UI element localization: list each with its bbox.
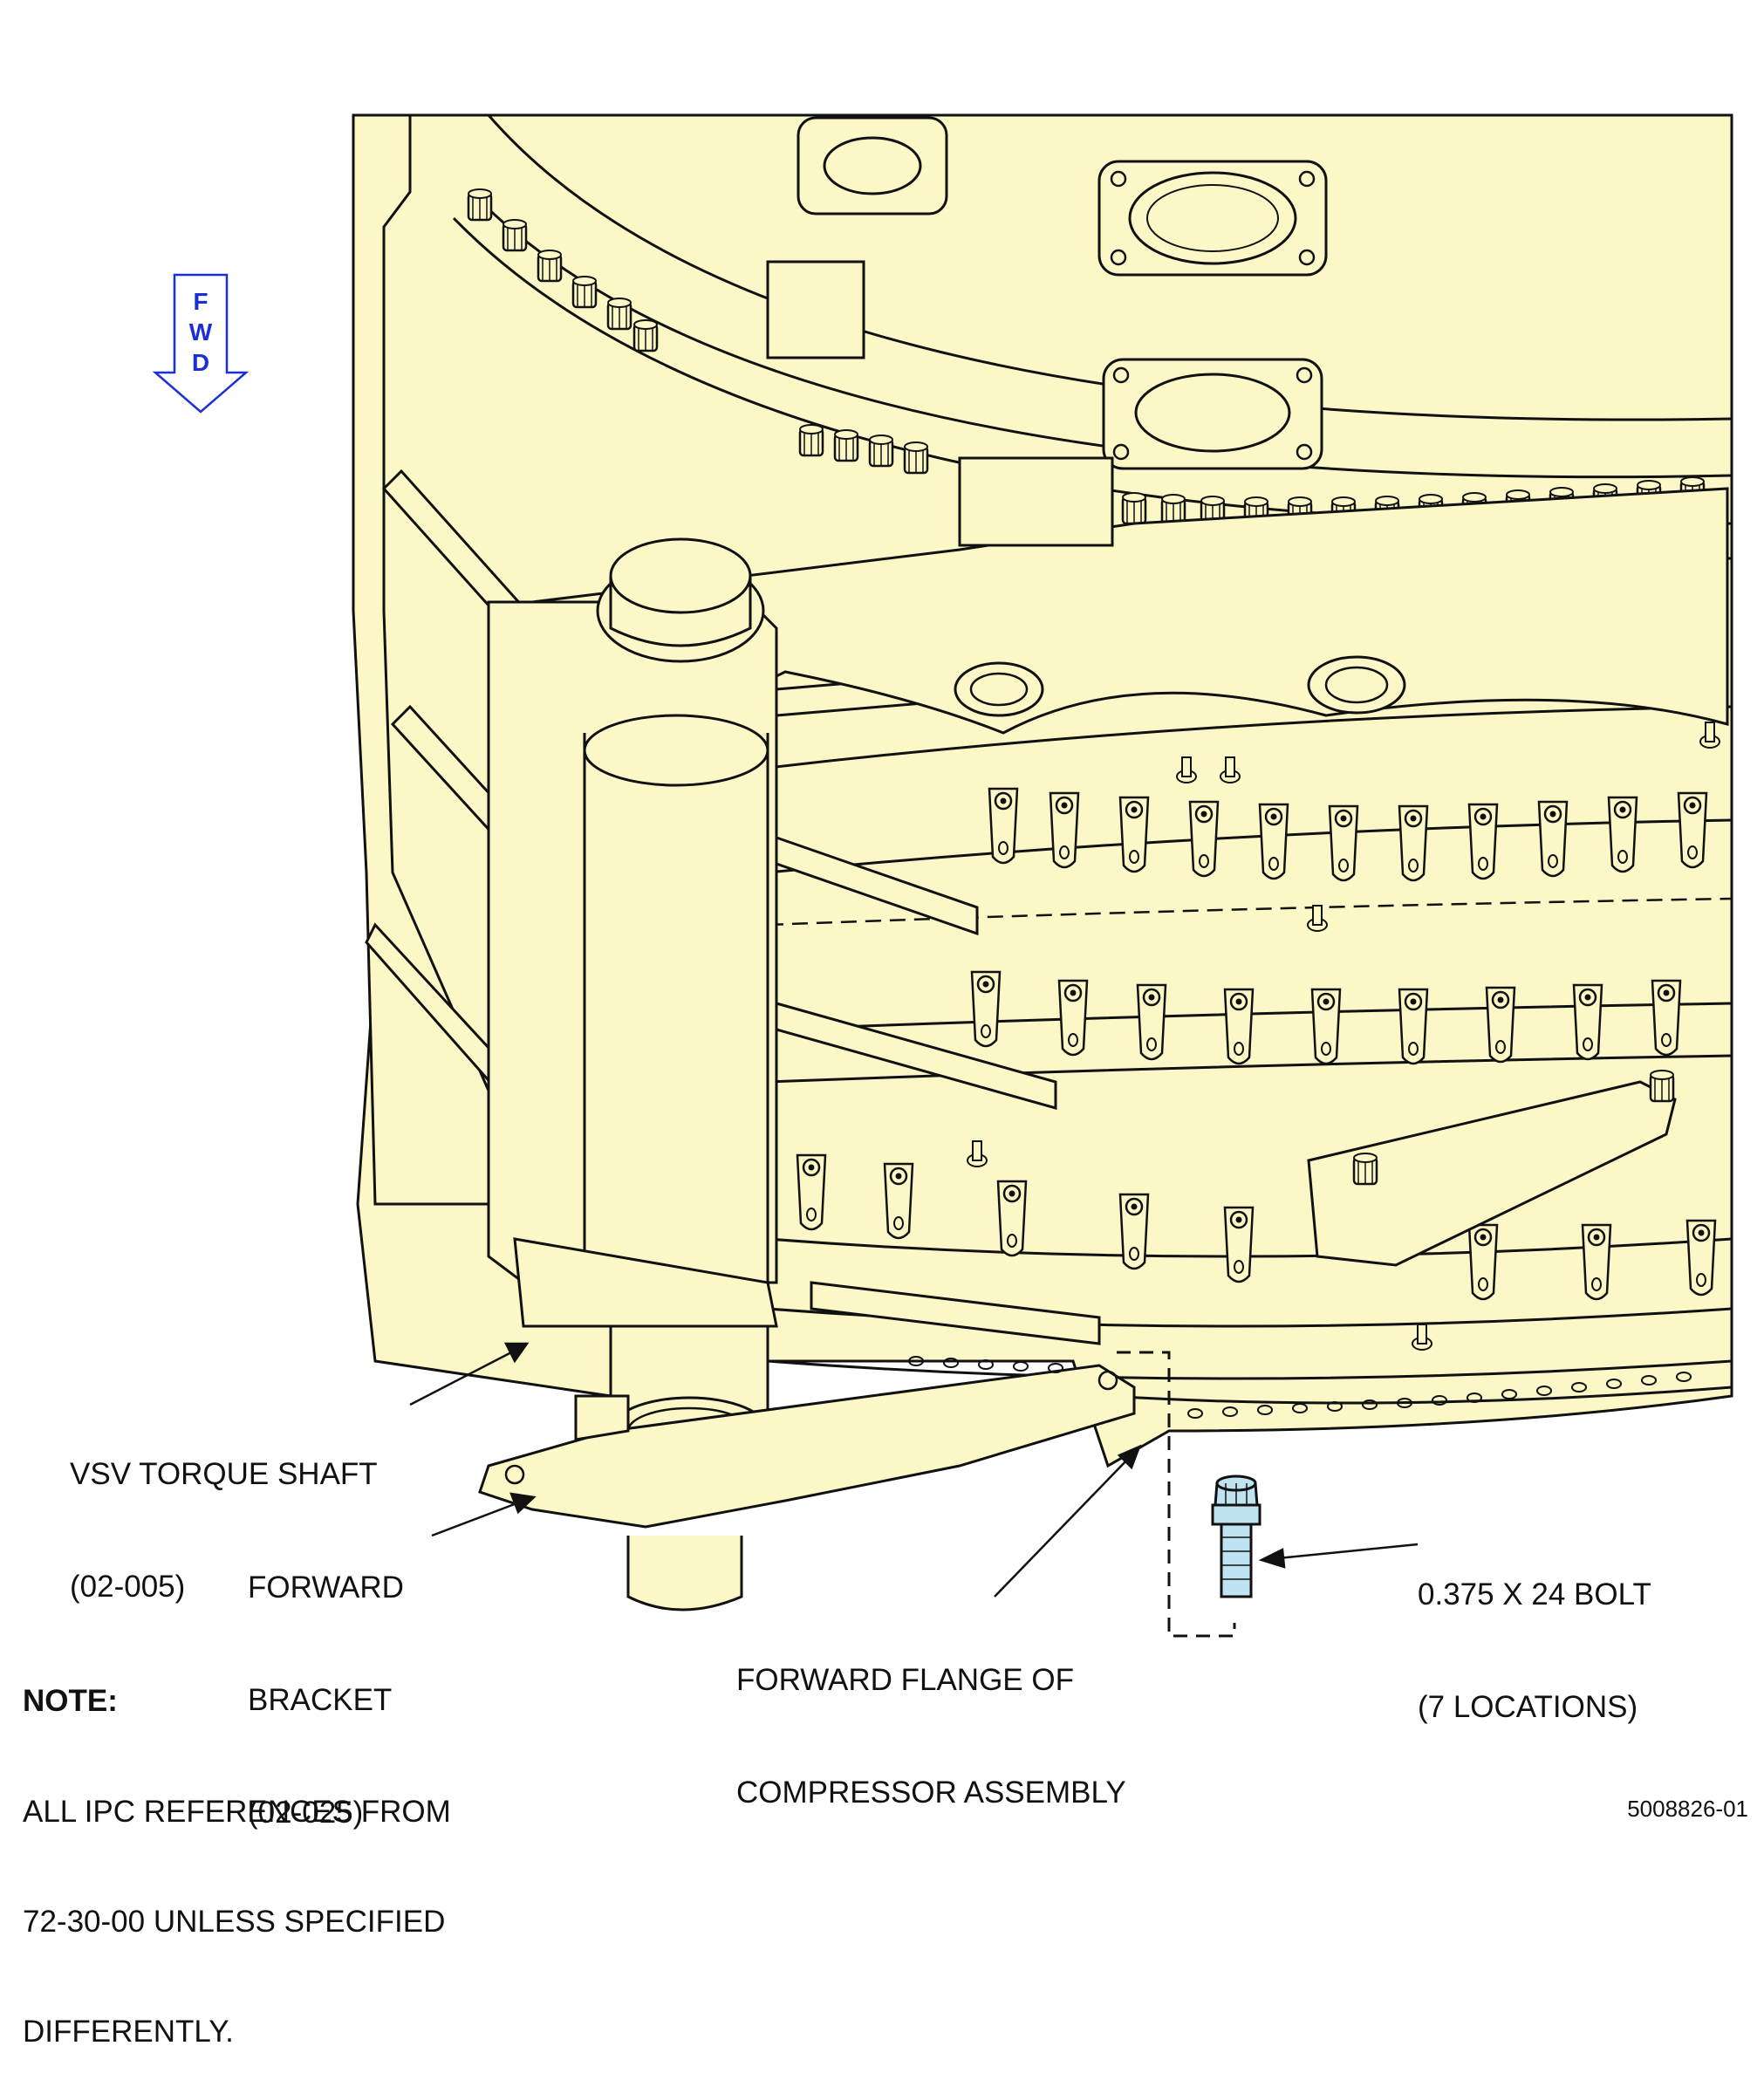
fwd-letter-3: D	[192, 349, 209, 376]
forward-bracket-label-2: BRACKET	[248, 1683, 393, 1717]
fwd-letter-2: W	[189, 318, 213, 346]
forward-bracket	[478, 1364, 1136, 1529]
forward-flange-callout: FORWARD FLANGE OF COMPRESSOR ASSEMBLY	[736, 1586, 1126, 1849]
bolt-locations: (7 LOCATIONS)	[1418, 1690, 1638, 1724]
bolt-label: 0.375 X 24 BOLT	[1418, 1577, 1651, 1611]
fwd-letter-1: F	[193, 288, 208, 315]
forward-bracket-label-1: FORWARD	[248, 1570, 404, 1605]
note-line-2: 72-30-00 UNLESS SPECIFIED	[23, 1905, 446, 1939]
torque-shaft-label: VSV TORQUE SHAFT	[70, 1457, 378, 1491]
bolt-detail	[1211, 1475, 1261, 1598]
note-body: ALL IPC REFERENCES FROM 72-30-00 UNLESS …	[23, 1721, 451, 2087]
engine-illustration: F W D	[152, 113, 1733, 1638]
upper-ports	[766, 116, 1328, 470]
forward-flange-label-1: FORWARD FLANGE OF	[736, 1663, 1074, 1697]
note-line-1: ALL IPC REFERENCES FROM	[23, 1795, 451, 1829]
forward-flange-label-2: COMPRESSOR ASSEMBLY	[736, 1776, 1126, 1810]
forward-bracket-callout: FORWARD BRACKET (02-025)	[248, 1494, 404, 1869]
bellcrank-arm	[522, 456, 1729, 735]
forward-bracket-ref: (02-025)	[248, 1796, 364, 1830]
figure-id: 5008826-01	[1627, 1796, 1748, 1822]
bolt-location-dashline	[1117, 1351, 1236, 1638]
lower-crank	[1307, 1069, 1677, 1267]
note-title: NOTE:	[23, 1684, 118, 1718]
bolt-callout: 0.375 X 24 BOLT (7 LOCATIONS)	[1418, 1501, 1651, 1763]
vsv-torque-shaft	[487, 537, 778, 1611]
torque-shaft-ref: (02-005)	[70, 1570, 186, 1604]
leader-lines	[409, 1342, 1419, 1598]
fwd-direction-arrow: F W D	[152, 273, 250, 414]
note-line-3: DIFFERENTLY.	[23, 2015, 234, 2049]
torque-shaft-callout: VSV TORQUE SHAFT (02-005)	[70, 1380, 378, 1643]
